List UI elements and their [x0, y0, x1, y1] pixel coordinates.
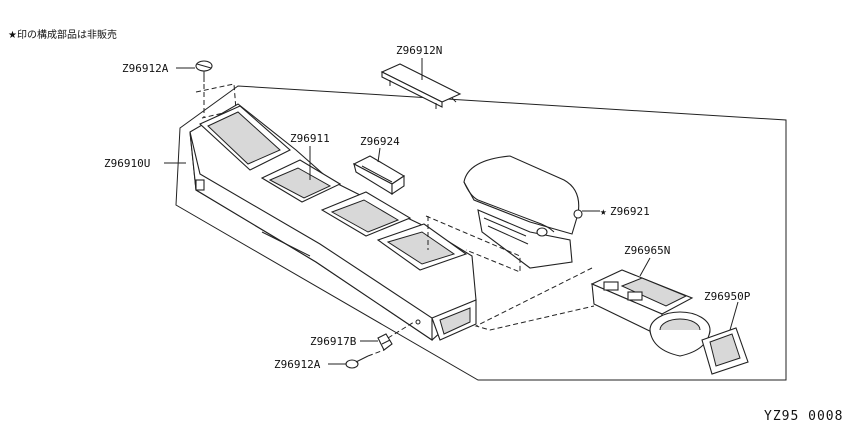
label-console-insert: Z96911 — [290, 132, 330, 145]
leader-tray — [377, 147, 381, 163]
holder-unit — [590, 269, 711, 357]
label-screw-bottom: Z96912A — [274, 358, 321, 371]
bezel — [701, 327, 749, 375]
guide-holder-console — [474, 267, 595, 331]
guide-armrest-console — [425, 215, 521, 273]
tray — [352, 155, 406, 196]
label-clip: Z96917B — [310, 335, 357, 348]
screw-bottom — [345, 355, 369, 369]
guide-screw-bottom — [367, 349, 385, 357]
clip — [377, 333, 393, 351]
label-lid-plate: Z96912N — [396, 44, 442, 57]
leader-holder-unit — [639, 257, 651, 277]
label-tray: Z96924 — [360, 135, 400, 148]
label-holder-unit: Z96965N — [624, 244, 670, 257]
leader-bezel — [729, 301, 739, 331]
armrest-star-mark: ★ — [600, 205, 607, 218]
label-bezel: Z96950P — [704, 290, 751, 303]
screw-top — [195, 60, 213, 118]
label-armrest: Z96921 — [610, 205, 650, 218]
label-console-body: Z96910U — [104, 157, 150, 170]
console-body — [189, 103, 477, 342]
guide-clip — [387, 321, 415, 339]
armrest — [463, 155, 583, 269]
guide-screw-console — [195, 83, 237, 119]
assembly-boundary — [175, 85, 787, 381]
lid-plate — [380, 63, 462, 109]
drawing-code: YZ95 0008 — [764, 409, 843, 424]
non-sale-note: ★印の構成部品は非販売 — [8, 28, 117, 41]
label-screw-top: Z96912A — [122, 62, 169, 75]
